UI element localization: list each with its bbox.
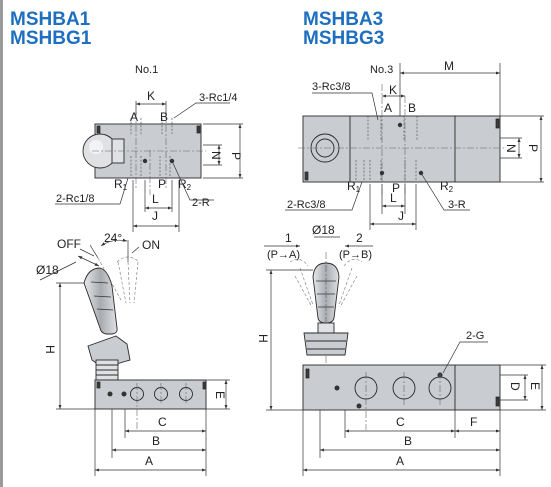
right-mount-thread: 3-R	[448, 199, 466, 211]
right-port-p: P	[392, 181, 400, 195]
left-dim-a: A	[145, 454, 153, 468]
right-mount-tap: 2-G	[466, 330, 484, 342]
left-port-thread: 3-Rc1/4	[199, 92, 238, 104]
right-port-r1: R1	[347, 179, 361, 194]
left-angle: 24°	[104, 231, 122, 245]
left-dim-h: H	[43, 345, 57, 354]
left-dim-e: E	[213, 391, 227, 399]
left-dim-l: L	[152, 192, 159, 206]
left-top-view: No.1 K A B P 3-Rc1/4	[55, 64, 243, 232]
right-dim-b: B	[404, 434, 412, 448]
right-dim-j: J	[398, 209, 404, 223]
right-dim-c: C	[396, 415, 405, 429]
right-pos1-flow: (P→A)	[267, 249, 300, 261]
right-pos2: 2	[356, 231, 363, 245]
title-mshba3: MSHBA3	[303, 9, 384, 30]
right-exhaust-thread: 2-Rc3/8	[287, 199, 326, 211]
left-port-p: P	[158, 177, 166, 191]
left-dim-b: B	[152, 434, 160, 448]
left-dim-c: C	[158, 415, 167, 429]
left-port-a: A	[130, 110, 138, 124]
right-stem-cap	[303, 332, 349, 356]
left-dim-n: N	[209, 151, 223, 160]
right-dim-k: K	[389, 83, 397, 97]
right-port-b: B	[408, 101, 416, 115]
left-mount-thread: 2-R	[192, 197, 210, 209]
right-port-r2: R2	[440, 179, 454, 194]
left-dim-p: P	[229, 152, 243, 160]
right-port-thread: 3-Rc3/8	[312, 81, 351, 93]
left-model-no: No.1	[135, 64, 158, 76]
right-dim-f: F	[470, 415, 477, 429]
sheet-border	[0, 0, 3, 487]
right-dim-h: H	[256, 334, 270, 343]
left-valve-body-front	[94, 379, 207, 410]
right-dim-n: N	[504, 144, 518, 153]
title-mshbg3: MSHBG3	[303, 28, 385, 49]
right-pos2-flow: (P→B)	[339, 249, 372, 261]
right-dim-a: A	[396, 454, 404, 468]
title-mshba1: MSHBA1	[10, 9, 91, 30]
left-dim-j: J	[152, 209, 158, 223]
right-dim-d: D	[508, 382, 522, 391]
right-dim-m: M	[444, 59, 454, 73]
left-lever	[83, 267, 118, 335]
left-port-b: B	[160, 110, 168, 124]
right-dim-l: L	[390, 191, 397, 205]
right-valve-body-front	[302, 364, 501, 411]
right-knob-dia: Ø18	[312, 223, 335, 237]
left-label-on: ON	[142, 238, 160, 252]
right-valve-body-top	[302, 115, 501, 183]
left-front-view: OFF 24° ON Ø18	[36, 231, 230, 476]
right-dim-p: P	[526, 144, 540, 152]
left-knob-dia: Ø18	[36, 263, 59, 277]
right-pos1: 1	[285, 231, 292, 245]
left-port-r1: R1	[114, 177, 128, 192]
right-front-view: 1 (P→A) Ø18 2 (P→B)	[256, 223, 546, 476]
title-mshbg1: MSHBG1	[10, 28, 92, 49]
right-top-view: No.3 M 3-Rc3/8 K A	[285, 59, 544, 230]
left-dim-k: K	[147, 89, 155, 103]
right-dim-e: E	[528, 382, 542, 390]
right-model-no: No.3	[370, 64, 393, 76]
left-label-off: OFF	[57, 237, 81, 251]
left-exhaust-thread: 2-Rc1/8	[56, 193, 95, 205]
right-port-a: A	[384, 101, 392, 115]
